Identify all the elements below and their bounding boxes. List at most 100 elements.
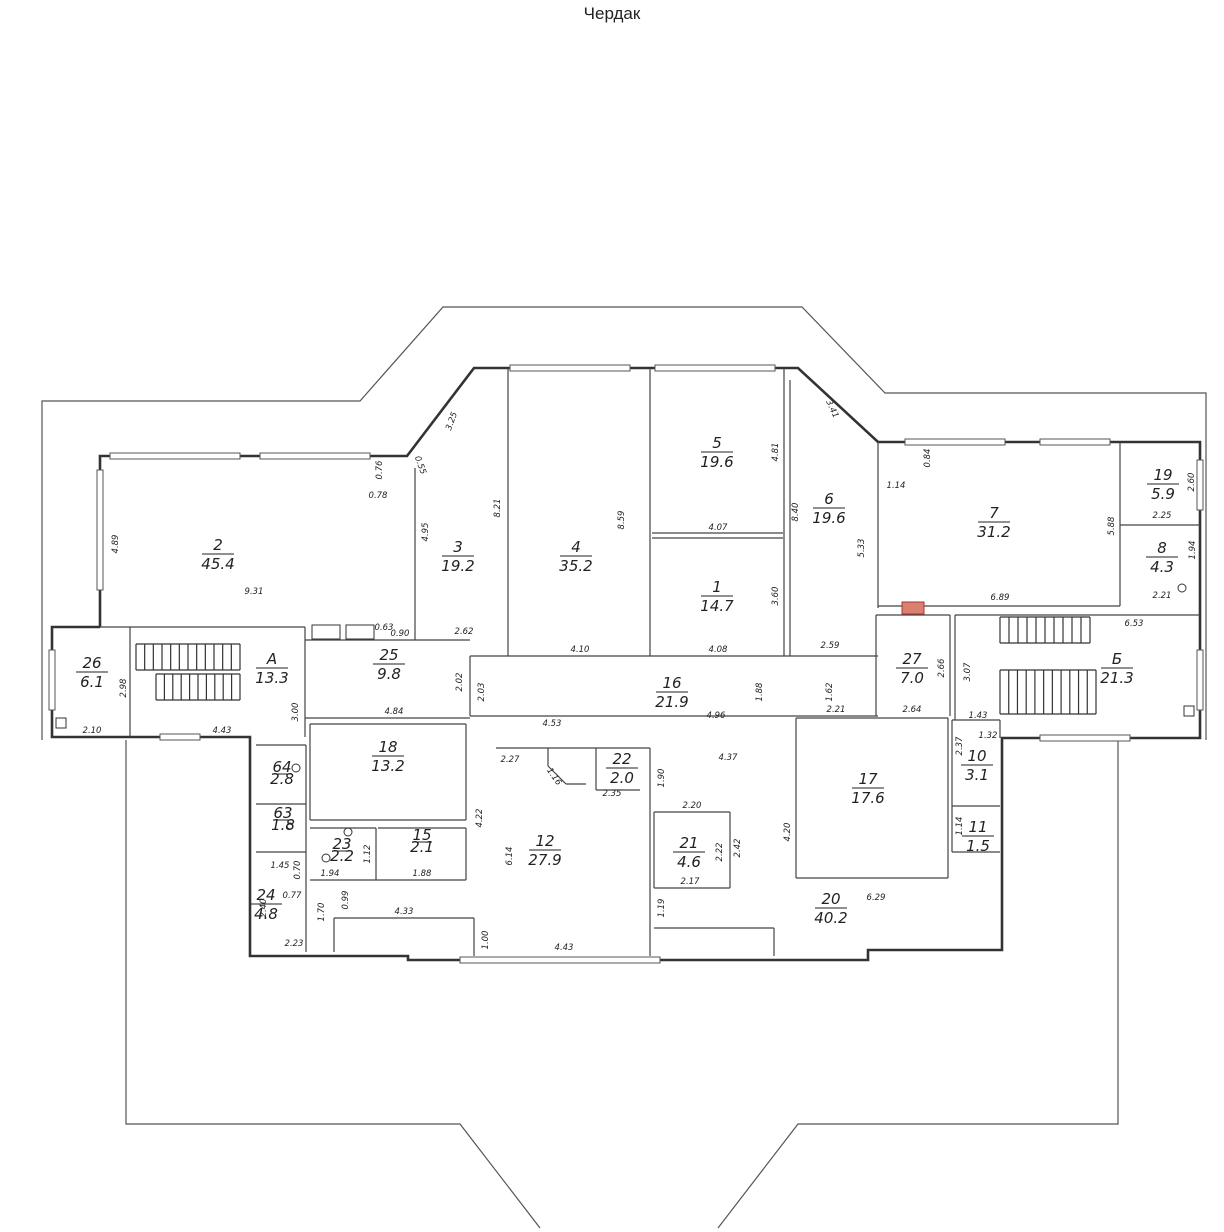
- room-8-label: 84.3: [1146, 539, 1178, 576]
- room-number: 4: [571, 538, 581, 556]
- room-area: 2.1: [410, 838, 434, 856]
- dimension-label: 1.94: [1188, 541, 1198, 560]
- room-number: 6: [824, 490, 834, 508]
- stairs-a: [135, 643, 241, 701]
- dimension-label: 2.35: [603, 789, 622, 799]
- dimension-label: 4.96: [707, 711, 727, 721]
- dimension-label: 2.66: [937, 658, 947, 678]
- dimension-label: 2.21: [827, 705, 846, 715]
- dimension-label: 2.60: [1187, 473, 1197, 492]
- dimension-label: 1.45: [271, 861, 290, 871]
- room-number: 2: [213, 536, 223, 554]
- room-number: А: [266, 650, 277, 668]
- page-title: Чердак: [583, 4, 641, 23]
- dimension-label: 1.94: [321, 869, 340, 879]
- room-number: 10: [967, 747, 986, 765]
- dimension-label: 2.21: [1153, 591, 1172, 601]
- dimension-label: 1.00: [481, 931, 491, 950]
- dimension-label: 0.63: [375, 623, 394, 633]
- room-area: 6.1: [80, 673, 104, 691]
- dimension-label: 4.37: [719, 753, 739, 763]
- chimney-marker: [901, 601, 925, 615]
- room-area: 4.3: [1150, 558, 1174, 576]
- room-number: Б: [1112, 650, 1122, 668]
- room-64-label: 642.8: [270, 758, 294, 788]
- dimension-label: 4.08: [709, 645, 729, 655]
- windows: [48, 364, 1204, 964]
- dimension-label: 6.53: [1125, 619, 1144, 629]
- dimension-label: 1.43: [969, 711, 988, 721]
- room-number: 11: [968, 818, 987, 836]
- dimension-label: 2.40: [259, 899, 269, 918]
- room-10-label: 103.1: [961, 747, 993, 784]
- dimension-label: 8.40: [791, 503, 801, 522]
- dimension-label: 2.98: [119, 678, 129, 698]
- building-walls: [50, 366, 1202, 962]
- room-5-label: 519.6: [700, 434, 733, 471]
- dimension-label: 6.14: [505, 847, 515, 866]
- dimension-label: 2.62: [455, 627, 474, 637]
- dimension-label: 1.16: [544, 766, 563, 788]
- room-area: 27.9: [528, 851, 561, 869]
- dimension-label: 1.19: [657, 899, 667, 918]
- dimension-label: 8.21: [493, 499, 503, 518]
- dimension-label: 1.14: [887, 481, 906, 491]
- room-number: 16: [662, 674, 681, 692]
- room-number: 19: [1153, 466, 1172, 484]
- room-area: 7.0: [900, 669, 924, 687]
- dimension-label: 5.33: [857, 539, 867, 558]
- dimension-label: 3.25: [444, 411, 460, 432]
- room-26-label: 266.1: [76, 654, 108, 691]
- dimension-label: 3.41: [823, 398, 840, 419]
- dimension-label: 4.22: [475, 809, 485, 828]
- dimension-label: 0.84: [923, 449, 933, 468]
- dimension-label: 4.43: [555, 943, 574, 953]
- room-area: 4.6: [677, 853, 701, 871]
- dimension-label: 2.42: [733, 839, 743, 858]
- room-area: 19.6: [812, 509, 845, 527]
- dimension-label: 6.89: [991, 593, 1010, 603]
- room-number: 22: [612, 750, 631, 768]
- room-area: 1.5: [966, 837, 990, 855]
- dimension-label: 0.99: [341, 891, 351, 910]
- room-area: 2.8: [270, 770, 294, 788]
- dimension-label: 4.81: [771, 443, 781, 462]
- room-number: 21: [679, 834, 698, 852]
- room-3-label: 319.2: [441, 538, 474, 575]
- room-area: 1.8: [271, 816, 295, 834]
- room-number: 12: [535, 832, 554, 850]
- room-15-label: 152.1: [410, 826, 434, 856]
- dimension-label: 1.90: [657, 769, 667, 788]
- dimension-label: 2.22: [715, 843, 725, 862]
- dimension-label: 3.00: [291, 703, 301, 722]
- dimension-label: 2.64: [903, 705, 922, 715]
- room-25-label: 259.8: [373, 646, 405, 683]
- room-area: 2.2: [330, 847, 354, 865]
- room-area: 3.1: [965, 766, 989, 784]
- room-area: 19.6: [700, 453, 733, 471]
- room-2-label: 245.4: [201, 536, 234, 573]
- dimension-label: 2.10: [83, 726, 102, 736]
- room-area: 9.8: [377, 665, 401, 683]
- dimension-label: 4.89: [111, 535, 121, 554]
- dimension-label: 4.53: [543, 719, 562, 729]
- room-area: 5.9: [1151, 485, 1175, 503]
- dimension-label: 4.84: [385, 707, 404, 717]
- room-B-label: Б21.3: [1100, 650, 1133, 687]
- room-6-label: 619.6: [812, 490, 845, 527]
- room-number: 63: [273, 804, 292, 822]
- room-21-label: 214.6: [673, 834, 705, 871]
- dimension-label: 0.77: [283, 891, 303, 901]
- dimension-label: 2.23: [285, 939, 304, 949]
- room-area: 2.0: [610, 769, 634, 787]
- dimension-label: 2.25: [1153, 511, 1172, 521]
- dimension-label: 2.37: [955, 736, 965, 756]
- room-23-label: 232.2: [330, 835, 354, 865]
- dimension-label: 1.14: [955, 817, 965, 836]
- dimension-label: 0.90: [391, 629, 410, 639]
- room-area: 45.4: [201, 555, 234, 573]
- room-area: 21.3: [1100, 669, 1133, 687]
- dimension-label: 1.62: [825, 683, 835, 702]
